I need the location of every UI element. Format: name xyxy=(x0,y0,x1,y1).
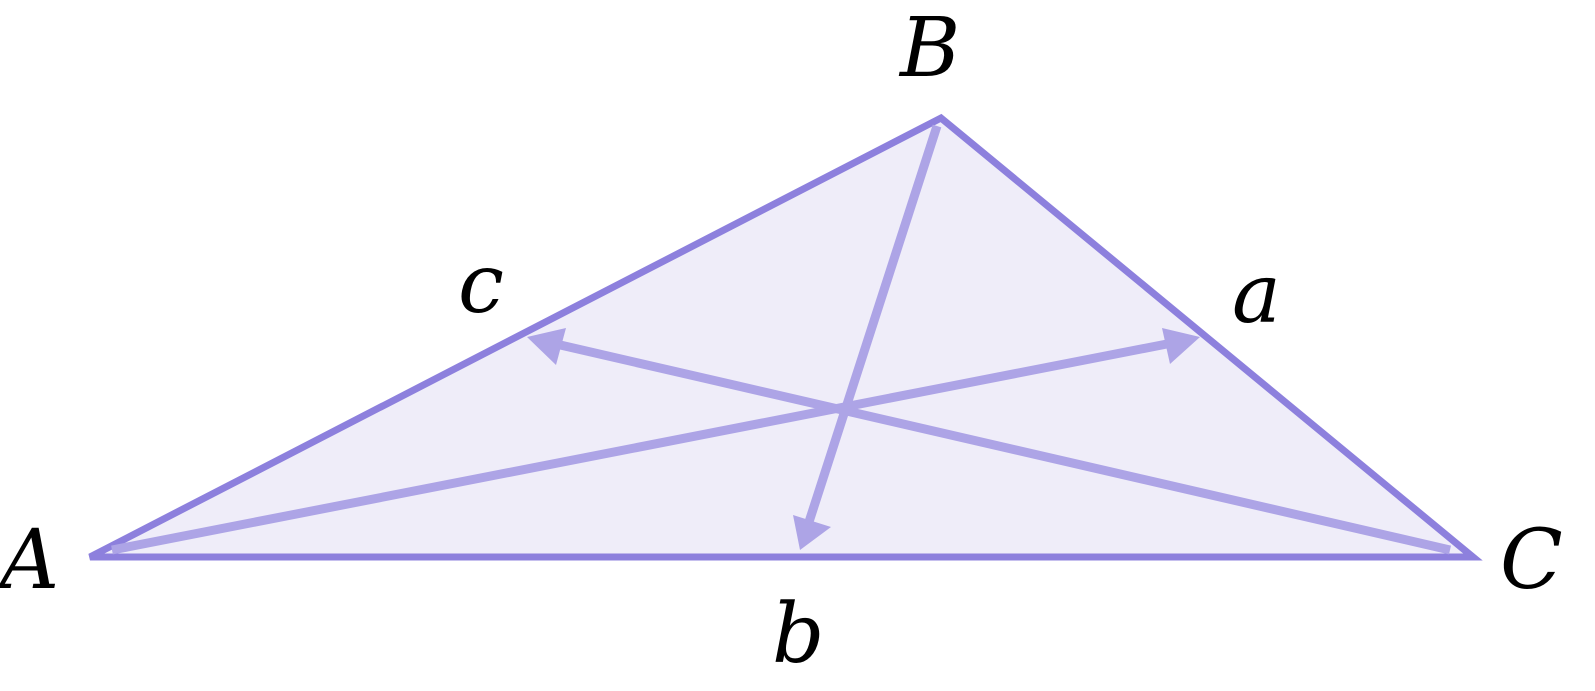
arrowhead-b xyxy=(793,515,831,550)
vertex-label-A: A xyxy=(0,513,59,608)
side-label-a: a xyxy=(1232,247,1281,342)
arrowhead-c xyxy=(527,328,566,365)
median-from-A xyxy=(111,328,1200,555)
vertex-label-C: C xyxy=(1500,513,1563,608)
arrowhead-a xyxy=(1162,328,1200,364)
vertex-label-B: B xyxy=(898,1,960,96)
triangle xyxy=(88,113,1483,561)
side-label-c: c xyxy=(458,237,504,332)
median-from-C xyxy=(527,328,1452,555)
median-from-B xyxy=(793,124,942,550)
side-label-b: b xyxy=(772,587,825,682)
